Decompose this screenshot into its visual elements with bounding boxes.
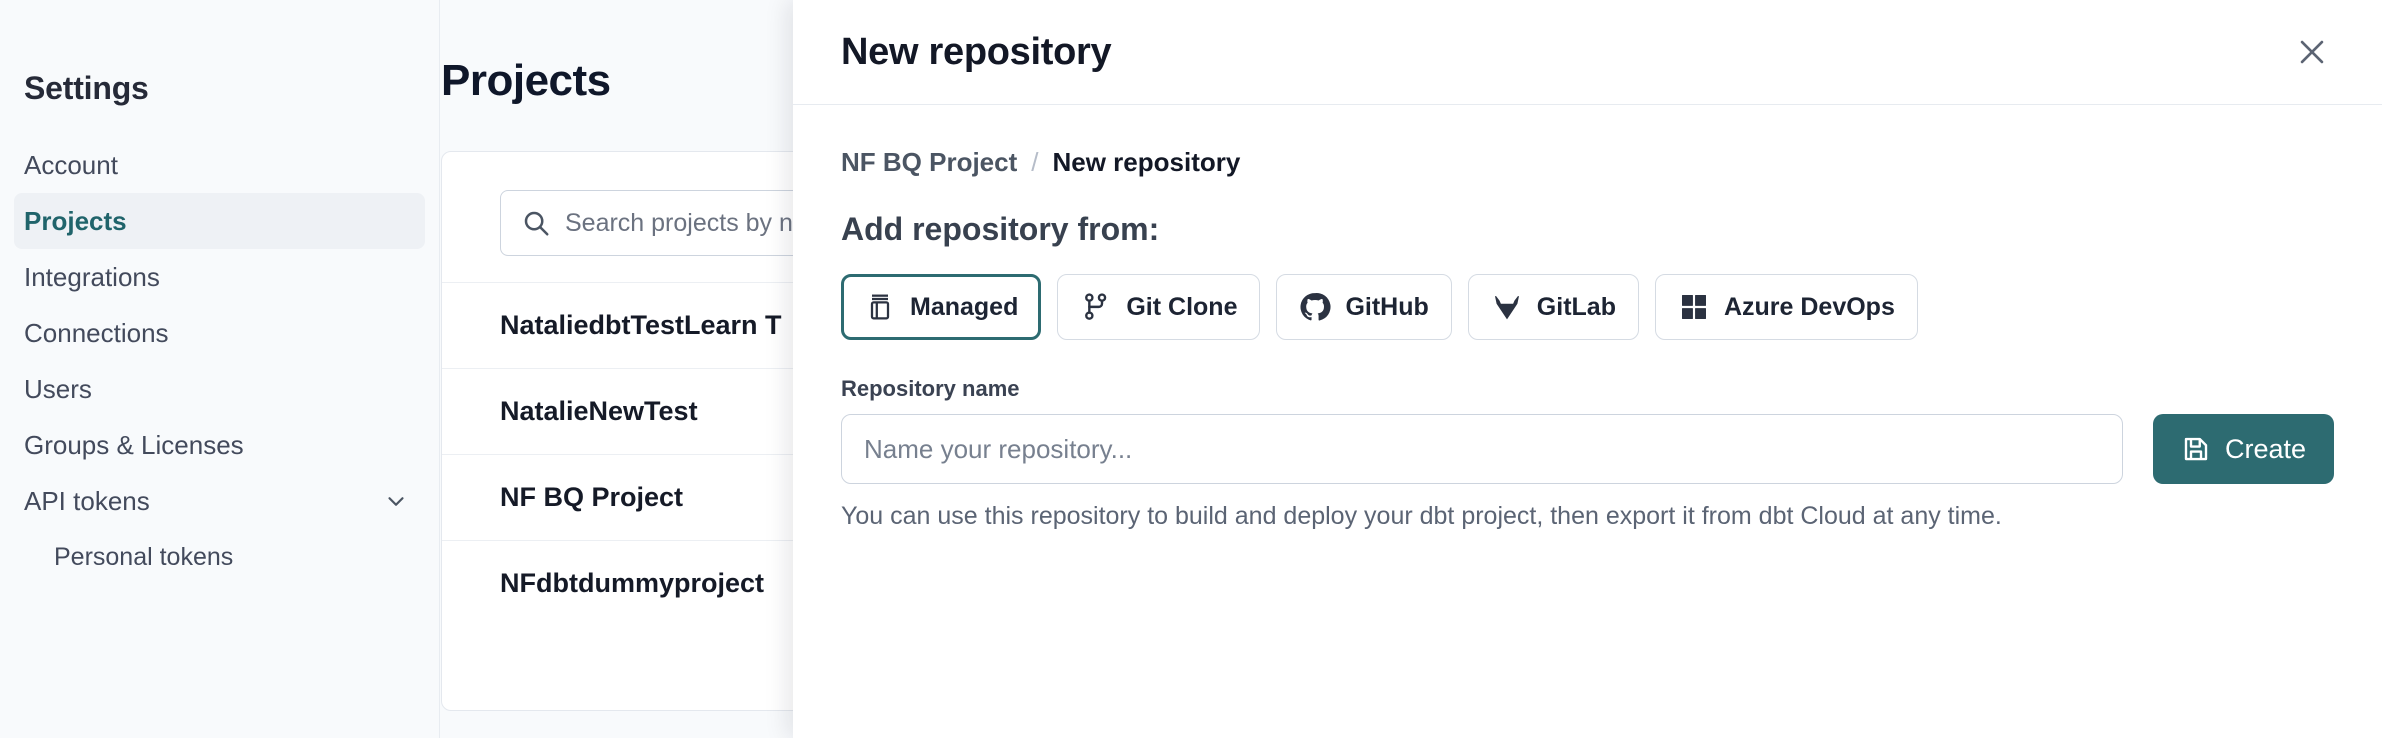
create-button[interactable]: Create <box>2152 414 2334 484</box>
chevron-down-icon[interactable] <box>383 488 409 514</box>
sidebar-item-groups-licenses[interactable]: Groups & Licenses <box>14 417 425 473</box>
sidebar-item-integrations[interactable]: Integrations <box>14 249 425 305</box>
sidebar-item-label: Account <box>24 149 118 180</box>
sidebar-item-label: Integrations <box>24 261 160 292</box>
search-icon <box>521 208 551 238</box>
modal-header: New repository <box>793 0 2382 105</box>
page-title: Projects <box>441 56 611 105</box>
repository-name-label: Repository name <box>841 376 1020 401</box>
add-repository-heading: Add repository from: <box>841 211 1160 247</box>
github-icon <box>1299 291 1332 323</box>
repository-name-row: Create <box>841 414 2334 484</box>
repository-name-input[interactable] <box>841 414 2123 484</box>
save-icon <box>2181 434 2211 464</box>
repository-source-label: GitHub <box>1345 292 1429 321</box>
git-branch-icon <box>1080 291 1112 323</box>
repository-source-label: Managed <box>910 292 1019 321</box>
azure-devops-icon <box>1678 291 1710 323</box>
repository-source-gitlab[interactable]: GitLab <box>1467 274 1639 340</box>
sidebar-item-connections[interactable]: Connections <box>14 305 425 361</box>
sidebar-title: Settings <box>24 70 149 106</box>
modal-body: NF BQ Project / New repository Add repos… <box>793 105 2382 531</box>
new-repository-modal: New repository NF BQ Project / New repos… <box>793 0 2382 738</box>
sidebar-item-label: Groups & Licenses <box>24 429 244 460</box>
project-name: NFdbtdummyproject <box>500 568 765 598</box>
sidebar-item-users[interactable]: Users <box>14 361 425 417</box>
sidebar-item-personal-tokens[interactable]: Personal tokens <box>14 529 425 585</box>
sidebar-item-label: Personal tokens <box>54 542 234 571</box>
breadcrumb: NF BQ Project / New repository <box>841 147 2334 178</box>
project-name: NataliedbtTestLearn T <box>500 310 782 340</box>
breadcrumb-parent[interactable]: NF BQ Project <box>841 147 1018 177</box>
repository-source-tabs: Managed Git Clone GitHub GitLab Azure DevOps <box>841 274 2334 340</box>
project-name: NF BQ Project <box>500 482 684 512</box>
sidebar-item-projects[interactable]: Projects <box>14 193 425 249</box>
repository-source-git-clone[interactable]: Git Clone <box>1057 274 1261 340</box>
repository-source-label: GitLab <box>1536 292 1616 321</box>
create-button-label: Create <box>2224 433 2306 464</box>
close-icon[interactable] <box>2290 30 2334 74</box>
repository-source-azure-devops[interactable]: Azure DevOps <box>1654 274 1918 340</box>
project-name: NatalieNewTest <box>500 396 698 426</box>
repository-help-text: You can use this repository to build and… <box>841 502 2002 530</box>
sidebar-item-account[interactable]: Account <box>14 137 425 193</box>
breadcrumb-separator: / <box>1031 147 1039 177</box>
repository-source-managed[interactable]: Managed <box>841 274 1042 340</box>
breadcrumb-current: New repository <box>1052 147 1241 177</box>
modal-title: New repository <box>841 30 1112 73</box>
sidebar-item-label: Connections <box>24 317 169 348</box>
managed-icon <box>864 291 896 323</box>
sidebar-item-label: Users <box>24 373 92 404</box>
repository-source-github[interactable]: GitHub <box>1276 274 1452 340</box>
repository-source-label: Git Clone <box>1126 292 1238 321</box>
repository-source-label: Azure DevOps <box>1723 292 1895 321</box>
sidebar-item-label: Projects <box>24 205 127 236</box>
sidebar-item-api-tokens[interactable]: API tokens <box>14 473 425 529</box>
sidebar-item-label: API tokens <box>24 485 150 516</box>
gitlab-icon <box>1491 291 1523 323</box>
